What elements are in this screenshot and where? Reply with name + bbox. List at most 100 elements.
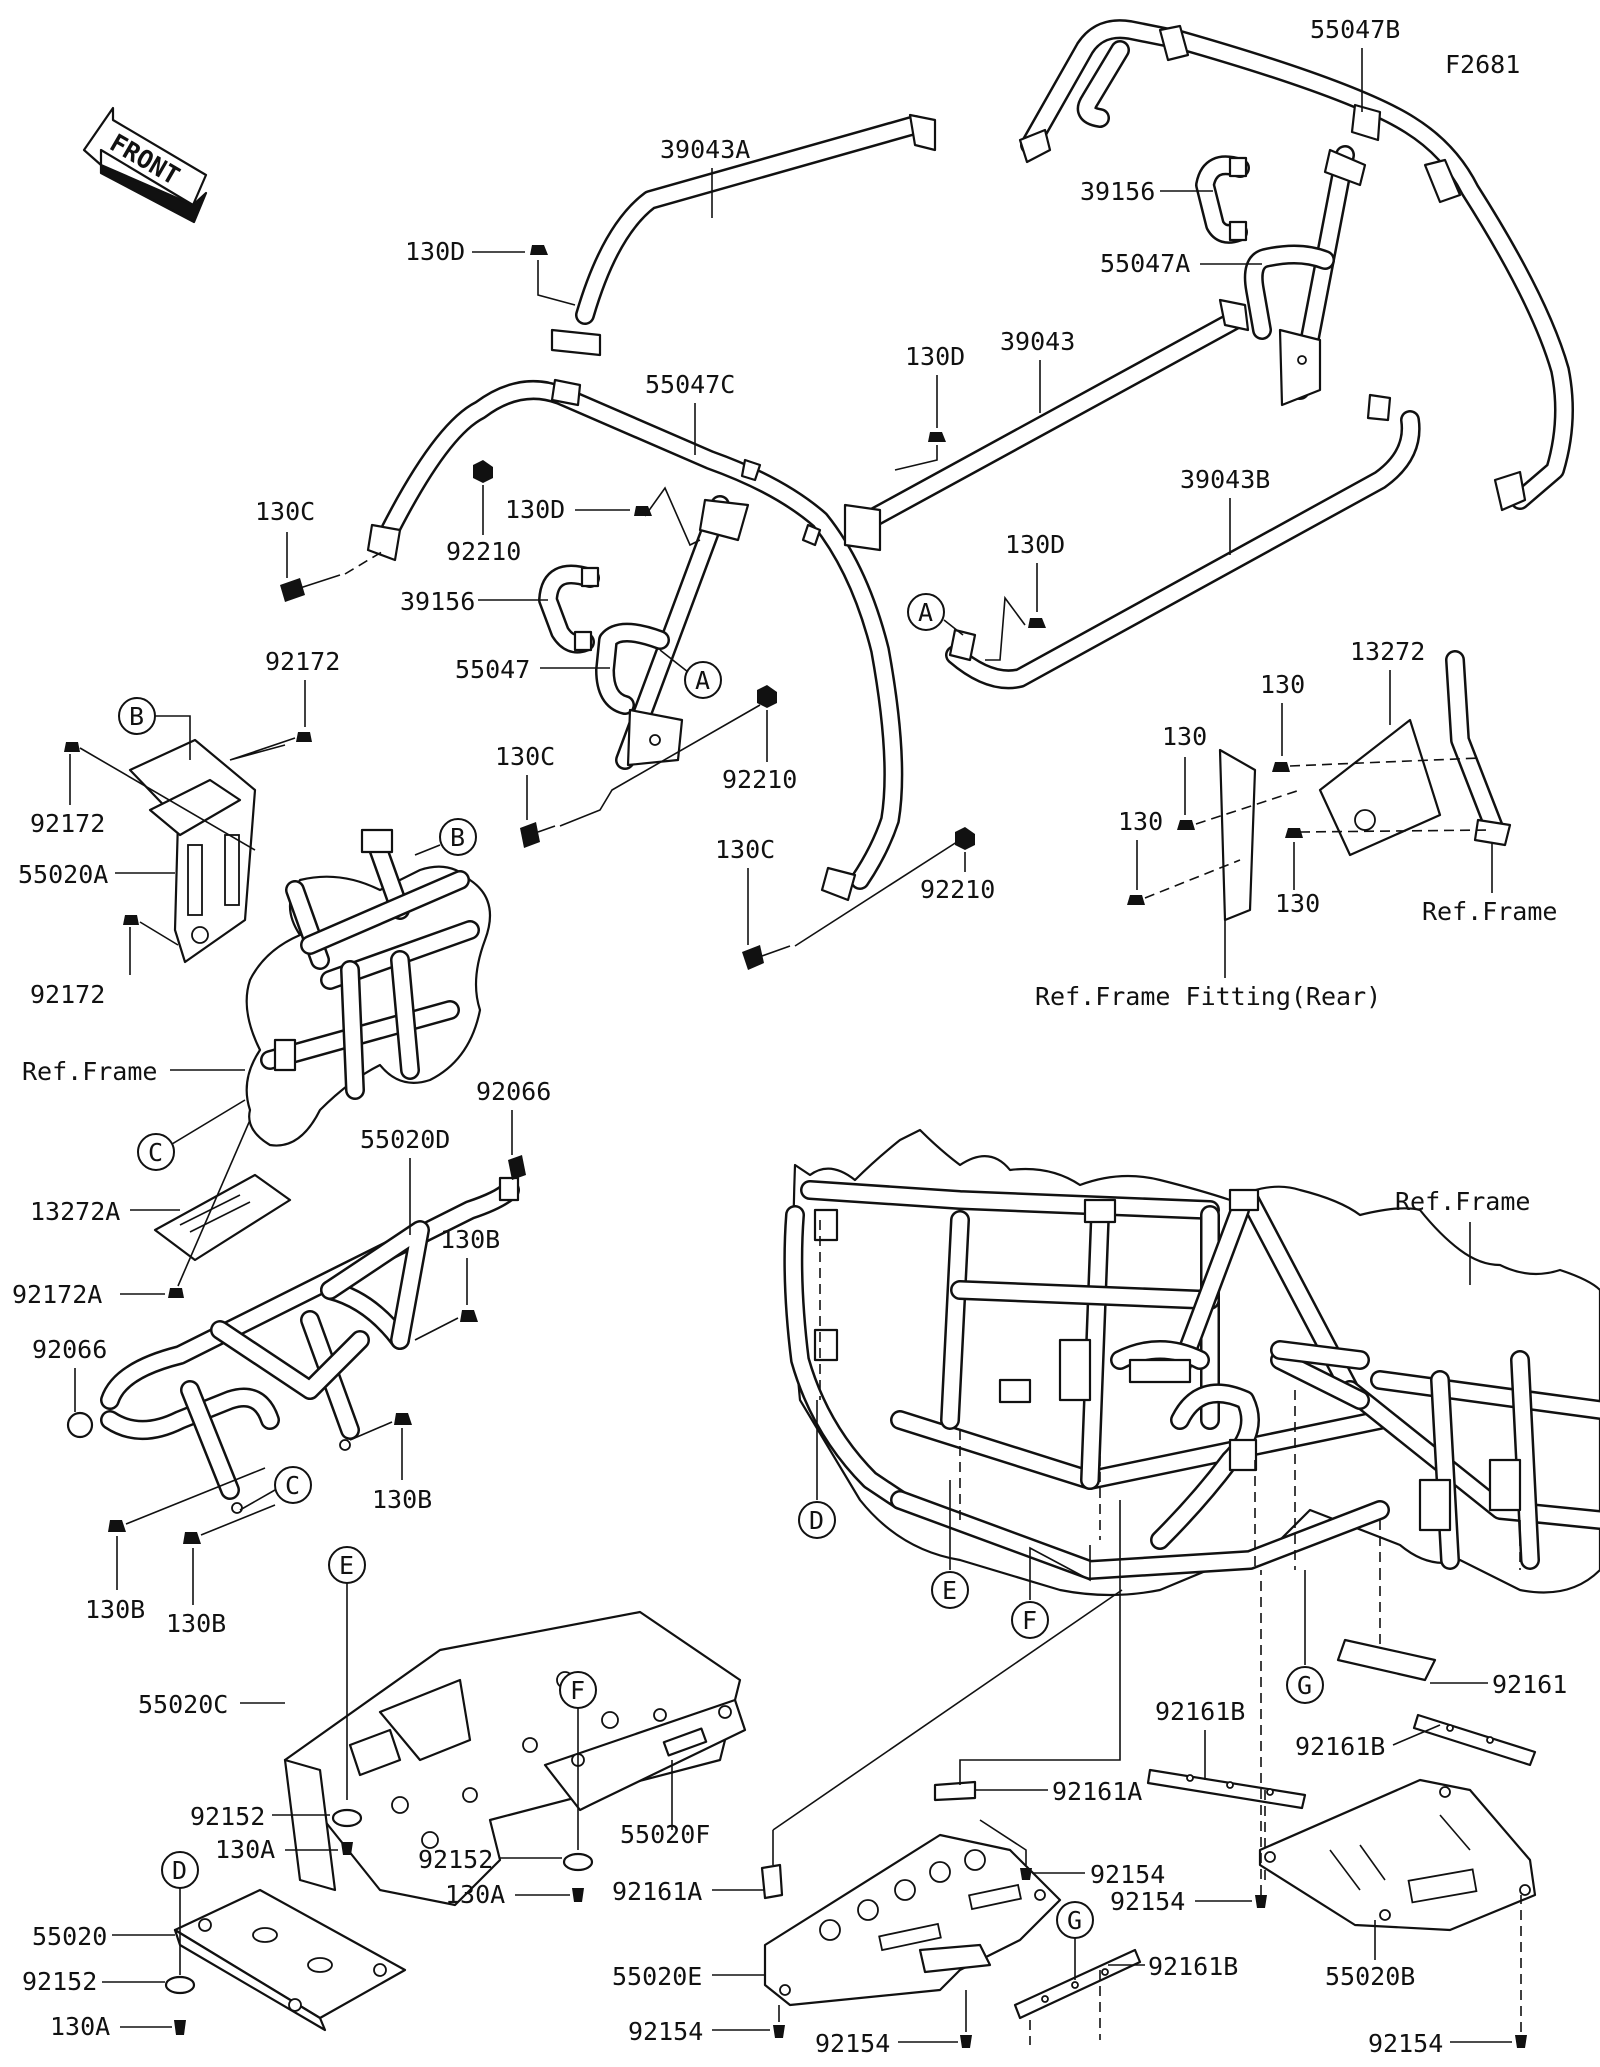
front-roll-bar-55047C-illustration <box>366 378 904 902</box>
label-92154-1: 92154 <box>1090 1860 1165 1889</box>
marker-C-bumper: C <box>285 1471 300 1500</box>
plate-13272A-illustration <box>153 1173 292 1262</box>
label-130A-2: 130A <box>445 1880 505 1909</box>
plate-55020-illustration <box>173 1888 407 2032</box>
label-130B-2: 130B <box>372 1485 432 1514</box>
label-130-1: 130 <box>1260 670 1305 699</box>
label-130C-2: 130C <box>495 742 555 771</box>
rear-frame-fitting-illustration <box>1218 650 1512 922</box>
marker-F-frame: F <box>1022 1606 1037 1635</box>
skid-plate-55020E-illustration <box>763 1833 1062 2007</box>
label-92172-1: 92172 <box>265 647 340 676</box>
bolt-130C-2 <box>520 822 556 848</box>
grab-handle-upper-illustration <box>1195 155 1250 244</box>
label-39043: 39043 <box>1000 327 1075 356</box>
marker-G-strip: G <box>1067 1906 1082 1935</box>
panel-55020A-illustration <box>128 738 257 964</box>
label-130A-1: 130A <box>215 1835 275 1864</box>
label-39156-lower: 39156 <box>400 587 475 616</box>
marker-D-frame: D <box>809 1506 824 1535</box>
label-92210-3: 92210 <box>920 875 995 904</box>
marker-D-plate: D <box>172 1856 187 1885</box>
label-92154-3: 92154 <box>1368 2029 1443 2058</box>
label-92152-3: 92152 <box>22 1967 97 1996</box>
marker-C-left: C <box>148 1138 163 1167</box>
label-55047B: 55047B <box>1310 15 1400 44</box>
label-55047C: 55047C <box>645 370 735 399</box>
grab-handle-lower-illustration <box>538 564 600 654</box>
bolt-130D-1 <box>530 245 548 255</box>
label-92172-2: 92172 <box>30 809 105 838</box>
skid-plate-55020C-illustration <box>283 1610 742 1907</box>
label-ref-frame-left: Ref.Frame <box>22 1057 157 1086</box>
label-130-3: 130 <box>1118 807 1163 836</box>
bolt-130C-1 <box>280 574 341 602</box>
label-13272: 13272 <box>1350 637 1425 666</box>
label-92152-2: 92152 <box>418 1845 493 1874</box>
label-92152-1: 92152 <box>190 1802 265 1831</box>
label-130-2: 130 <box>1162 722 1207 751</box>
label-92172A: 92172A <box>12 1280 102 1309</box>
label-55020B: 55020B <box>1325 1962 1415 1991</box>
label-130-4: 130 <box>1275 889 1320 918</box>
marker-E-skid: E <box>339 1551 354 1580</box>
label-130B-3: 130B <box>85 1595 145 1624</box>
label-92161B-3: 92161B <box>1148 1952 1238 1981</box>
label-55020: 55020 <box>32 1922 107 1951</box>
label-92066-1: 92066 <box>476 1077 551 1106</box>
label-130C-3: 130C <box>715 835 775 864</box>
marker-A-center: A <box>695 666 710 695</box>
label-92066-2: 92066 <box>32 1335 107 1364</box>
label-39156-upper: 39156 <box>1080 177 1155 206</box>
label-92161A-1: 92161A <box>1052 1777 1142 1806</box>
label-92154-5: 92154 <box>815 2029 890 2058</box>
bolt-130C-3 <box>742 945 791 970</box>
marker-G-frame: G <box>1297 1671 1312 1700</box>
marker-B-left: B <box>129 702 144 731</box>
marker-F-plate: F <box>570 1676 585 1705</box>
marker-E-frame: E <box>942 1576 957 1605</box>
front-frame-fragment-illustration <box>245 828 492 1147</box>
label-55020F: 55020F <box>620 1820 710 1849</box>
label-92161A-2: 92161A <box>612 1877 702 1906</box>
marker-A-right: A <box>918 598 933 627</box>
plate-55020F-illustration <box>543 1698 747 1812</box>
front-direction-arrow: FRONT <box>82 106 208 224</box>
label-130D-4: 130D <box>1005 530 1065 559</box>
label-ref-frame-main: Ref.Frame <box>1395 1187 1530 1216</box>
diagram-id: F2681 <box>1445 50 1520 79</box>
label-55020C: 55020C <box>138 1690 228 1719</box>
label-ref-frame-right: Ref.Frame <box>1422 897 1557 926</box>
label-55020A: 55020A <box>18 860 108 889</box>
label-130D-1: 130D <box>405 237 465 266</box>
label-55020E: 55020E <box>612 1962 702 1991</box>
label-55020D: 55020D <box>360 1125 450 1154</box>
label-55047A: 55047A <box>1100 249 1190 278</box>
marker-B-frame: B <box>450 823 465 852</box>
main-chassis-frame-illustration <box>783 1128 1600 1597</box>
label-92161: 92161 <box>1492 1670 1567 1699</box>
label-92154-4: 92154 <box>628 2017 703 2046</box>
label-39043A: 39043A <box>660 135 750 164</box>
label-92210-2: 92210 <box>722 765 797 794</box>
label-55047: 55047 <box>455 655 530 684</box>
rear-upper-roll-bar-illustration <box>1018 19 1574 512</box>
label-13272A: 13272A <box>30 1197 120 1226</box>
label-130B-4: 130B <box>166 1609 226 1638</box>
upper-cross-bar-39043A-illustration <box>550 113 937 357</box>
cross-bar-39043B-illustration <box>945 393 1421 690</box>
cross-bar-39043-illustration <box>843 298 1250 552</box>
label-92154-2: 92154 <box>1110 1887 1185 1916</box>
skid-plate-55020B-illustration <box>1258 1778 1537 1932</box>
label-130D-2: 130D <box>905 342 965 371</box>
strip-92161B-lower-illustration <box>1013 1948 1142 2020</box>
label-130D-3: 130D <box>505 495 565 524</box>
label-92172-3: 92172 <box>30 980 105 1009</box>
label-ref-frame-fitting: Ref.Frame Fitting(Rear) <box>1035 982 1381 1011</box>
front-bumper-55020D-illustration <box>66 1176 520 1514</box>
rear-upright-55047A-illustration <box>1243 145 1367 407</box>
label-39043B: 39043B <box>1180 465 1270 494</box>
label-130A-3: 130A <box>50 2012 110 2041</box>
label-92161B-1: 92161B <box>1155 1697 1245 1726</box>
